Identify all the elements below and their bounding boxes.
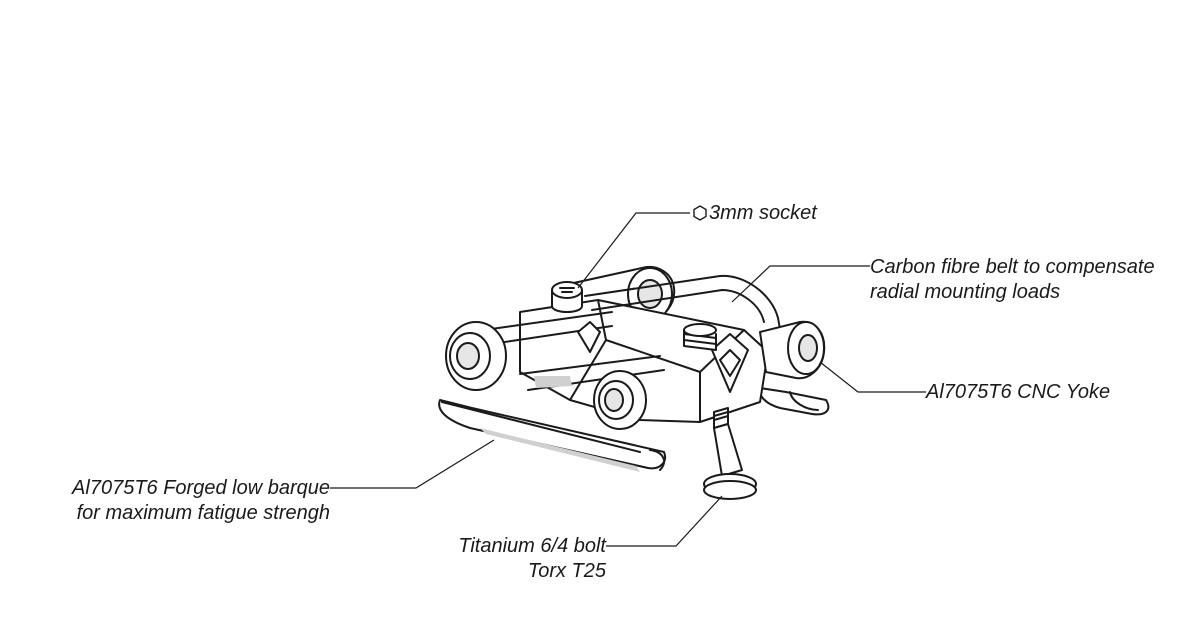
belt-label-line1: Carbon fibre belt to compensate [870,256,1155,278]
socket-screw [551,281,583,313]
callout-yoke: Al7075T6 CNC Yoke [926,380,1110,405]
bolt-label-line1: Titanium 6/4 bolt [458,535,606,557]
leader-barque [330,439,495,489]
leader-belt [731,265,870,303]
barque-label-line1: Al7075T6 Forged low barque [72,477,330,499]
callout-socket-line: 3mm socket [692,201,817,226]
titanium-bolt [703,407,757,500]
barque-shade [480,376,640,472]
leader-yoke [819,361,926,393]
callout-barque: Al7075T6 Forged low barque for maximum f… [30,476,330,526]
bolt-thread-top [683,323,717,351]
right-rail-ring [759,320,826,380]
leader-socket [577,212,690,289]
callout-belt: Carbon fibre belt to compensate radial m… [870,255,1155,305]
left-rail-ring [445,321,507,391]
barque-label-line2: for maximum fatigue strengh [76,502,330,524]
callout-bolt: Titanium 6/4 bolt Torx T25 [420,534,606,584]
logo-diamond [577,321,749,393]
yoke-label: Al7075T6 CNC Yoke [926,381,1111,403]
socket-label: 3mm socket [709,202,817,224]
belt-label-line2: radial mounting loads [870,281,1061,303]
leader-bolt [606,495,723,547]
hex-socket-icon [693,205,707,221]
center-rail-ring [593,370,647,430]
callout-socket: 3mm socket [692,201,817,226]
bolt-label-line2: Torx T25 [527,560,606,582]
